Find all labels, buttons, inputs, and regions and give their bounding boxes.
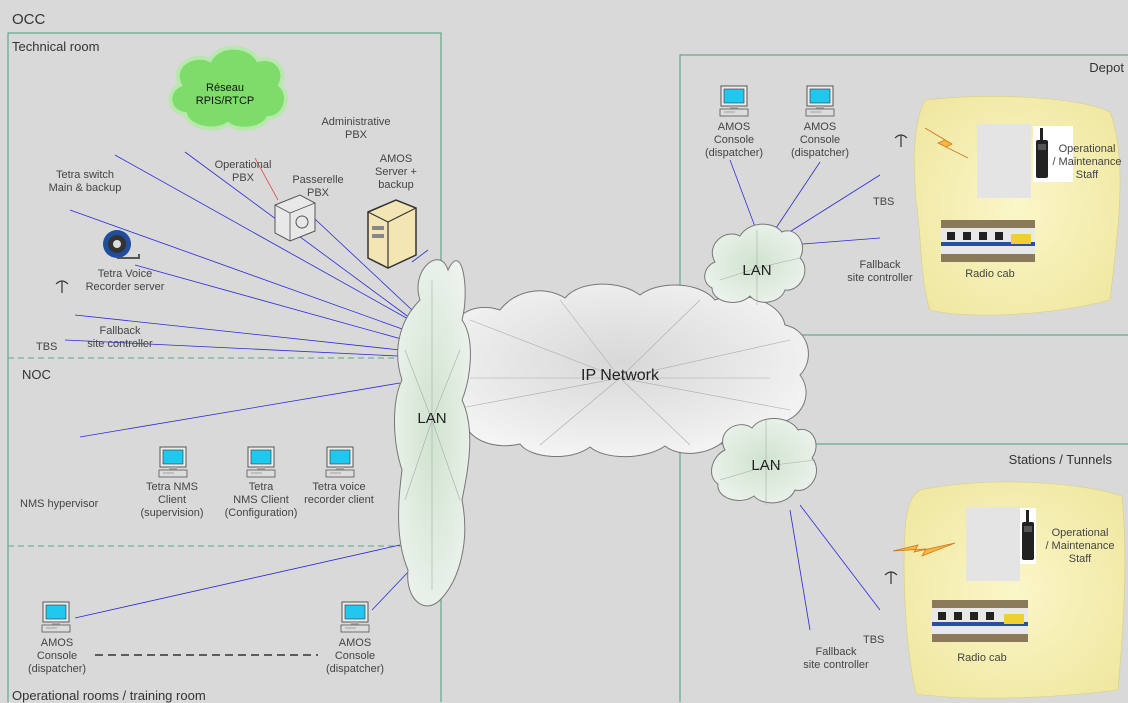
depot-lan-cloud: [704, 223, 806, 303]
station-site-area: [903, 481, 1126, 699]
reseau-cloud: [168, 45, 288, 131]
lan-station-label: LAN: [751, 457, 781, 474]
monitor-icon: [340, 601, 370, 633]
section-technical-room: Technical room: [12, 39, 100, 54]
occ-lan-cloud: [394, 259, 471, 607]
monitor-icon: [158, 446, 188, 478]
radio-handset-icon: [1020, 508, 1036, 564]
lan-occ-label: LAN: [417, 410, 447, 427]
antenna-icon: [55, 280, 69, 294]
nms-hypervisor-label: NMS hypervisor: [20, 498, 99, 510]
link-lines: [64, 151, 881, 631]
depot-radio-cab-label: Radio cab: [965, 268, 1015, 280]
section-noc: NOC: [22, 367, 51, 382]
section-occ: OCC: [12, 11, 46, 28]
photo-placeholder: [966, 507, 1020, 581]
section-stations: Stations / Tunnels: [1008, 452, 1112, 467]
station-tbs-label: TBS: [863, 634, 885, 646]
section-operational-rooms: Operational rooms / training room: [12, 688, 206, 703]
monitor-icon: [719, 85, 749, 117]
monitor-icon: [41, 601, 71, 633]
tape-reel-icon: [103, 230, 140, 259]
antenna-icon: [884, 571, 898, 585]
train-icon: [941, 220, 1035, 262]
lan-depot-label: LAN: [742, 262, 772, 279]
train-icon: [932, 600, 1028, 642]
antenna-icon: [894, 134, 908, 148]
ip-network-label: IP Network: [581, 367, 659, 384]
monitor-icon: [325, 446, 355, 478]
monitor-icon: [805, 85, 835, 117]
lightning-icon: [892, 542, 956, 557]
depot-tbs-label: TBS: [873, 196, 895, 208]
tbs-occ-label: TBS: [36, 341, 58, 353]
radio-handset-icon: [1033, 126, 1073, 182]
station-radio-cab-label: Radio cab: [957, 652, 1007, 664]
lightning-icon: [924, 127, 969, 159]
section-depot: Depot: [1089, 60, 1124, 75]
server-icon: [367, 199, 417, 269]
station-lan-cloud: [711, 418, 818, 504]
pbx-icon: [274, 194, 316, 242]
photo-placeholder: [977, 124, 1031, 198]
monitor-icon: [246, 446, 276, 478]
